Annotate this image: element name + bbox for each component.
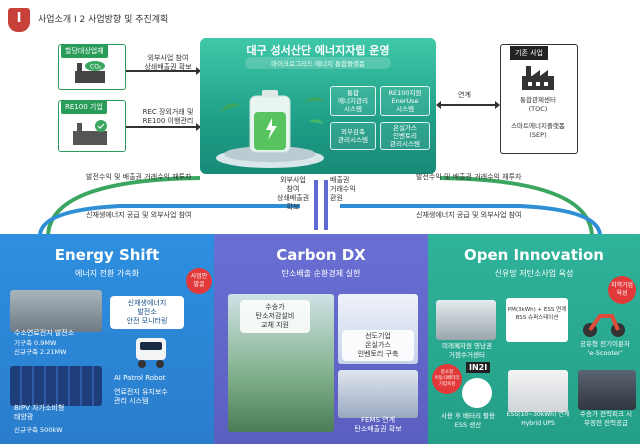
flow-arrows (38, 176, 602, 237)
right-bottom-arrow-text: 신재생에너지 공급 및 외부사업 참여 (416, 211, 522, 219)
link-arrow-head-left (436, 101, 441, 109)
peak-power-label: 수송가 전력피크 시 무정전 전력공급 (580, 410, 632, 427)
hybrid-ups-label: ESS(10~30kWh) 연계 Hybrid UPS (506, 411, 570, 427)
breadcrumb: 사업소개 I 2 사업방향 및 추진계획 (38, 15, 169, 25)
link-arrow-head-right (495, 101, 500, 109)
fems-label: FEMS 연계 탄소배출권 확보 (354, 416, 402, 433)
allocation-company-box: 할당대상업체 CO₂ (58, 44, 126, 90)
mid-right-arrow-text: 배출권 거래수익 환원 (330, 176, 356, 202)
section-badge-text: I (16, 11, 22, 26)
enersue-system-box: RE100지원 EnerUse 시스템 (380, 86, 430, 116)
carbon-dx-subtitle: 탄소배출 순환경제 실현 (281, 269, 361, 278)
platform-subtitle: 마이크로그리드 에너지 통합플랫폼 (245, 57, 391, 69)
left-green-curve (46, 176, 201, 237)
arrow-head-1 (196, 67, 201, 75)
ghg-inventory-callout: 선도기업 온실가스 인벤토리 구축 (342, 330, 414, 361)
link-text: 연계 (458, 91, 471, 99)
discovery-badge: 사업안 발굴 (186, 268, 212, 294)
ess-production-label: 사용 후 배터리 활용 ESS 생산 (440, 412, 496, 429)
equipment-support-callout: 수송가 탄소저감설비 교체 지원 (240, 300, 310, 333)
recycling-center-image (436, 300, 496, 340)
open-innovation-title: Open Innovation (463, 246, 604, 264)
mid-left-arrow-text: 외부사업 참여 상쇄배출권 확보 (276, 176, 310, 211)
ai-robot-label: AI Patrol Robot (114, 374, 166, 382)
right-green-curve (439, 176, 594, 237)
platform-title: 대구 성서산단 에너지자립 운영 (246, 44, 390, 57)
section-badge: I (8, 8, 30, 32)
external-reduction-box: 외부감축 관리시스템 (330, 122, 376, 150)
solar-panel-image (10, 366, 102, 406)
right-top-arrow-text: 발전수익 및 배출권 거래수익 재투자 (416, 173, 522, 181)
co2-factory-icon: CO₂ (75, 61, 105, 83)
hybrid-ups-image (508, 370, 568, 412)
existing-business-box (500, 44, 578, 154)
peak-power-image (578, 370, 636, 410)
patrol-robot-icon (136, 338, 166, 368)
arrow-rec-trade (126, 126, 200, 128)
left-bottom-arrow-text: 신재생에너지 공급 및 외부사업 참여 (86, 211, 192, 219)
carbon-dx-title: Carbon DX (276, 246, 366, 264)
factory-icon (522, 66, 554, 90)
sep-item: 스마트에너지플랫폼 (SEP) (511, 122, 565, 139)
ghg-inventory-box: 온실가스 인벤토리 관리시스템 (380, 122, 430, 150)
battery-badge: 중소형 이동식배터리 기업육성 (432, 364, 462, 394)
fuel-cell-stats: 기구축 0.9MW 신규구축 2.21MW (14, 339, 67, 356)
allocation-company-label: 할당대상업체 (61, 44, 108, 58)
fuel-cell-image (10, 290, 102, 332)
battery-platform-illustration (216, 90, 324, 168)
recycling-label: 미래폐자원 영남권 거점수거센터 (442, 342, 492, 359)
solar-label: BIPV 자가소비형 태양광 (14, 404, 65, 421)
solar-stats: 신규구축 500kW (14, 426, 63, 434)
e-scooter-label: 공유형 전기이륜차 'e-Scooter' (580, 340, 630, 357)
in2i-logo: IN2I (466, 362, 491, 373)
re100-company-box: RE100 기업 (58, 100, 126, 152)
arrow-offset-credit (126, 70, 200, 72)
recycle-circle (462, 378, 492, 408)
re100-company-label: RE100 기업 (61, 100, 107, 114)
energy-shift-title: Energy Shift (54, 246, 160, 264)
fems-image (338, 370, 418, 418)
toc-item: 통합관제센터 (TOC) (520, 96, 556, 113)
regional-badge: 지역기업 육성 (608, 276, 636, 304)
offset-credit-text: 외부사업 참여 상쇄배출권 확보 (144, 54, 192, 71)
left-top-arrow-text: 발전수익 및 배출권 거래수익 재투자 (86, 173, 192, 181)
maintenance-label: 연료전지 유지보수 관리 시스템 (114, 388, 168, 405)
bss-label: PM(3kWh) + ESS 연계 BSS 슈퍼스테이션 (507, 307, 567, 321)
bss-station-image (506, 298, 568, 342)
e-scooter-icon (583, 314, 625, 337)
re100-factory-icon (73, 120, 107, 145)
right-blue-curve (340, 204, 602, 237)
energy-shift-subtitle: 에너지 전환 가속화 (75, 269, 139, 278)
ems-system-box: 통합 에너지관리 시스템 (330, 86, 376, 116)
energy-shift-panel (0, 234, 214, 444)
left-blue-curve (38, 204, 300, 237)
fuel-cell-label: 수소연료전지 발전소 (14, 329, 75, 337)
rec-trade-text: REC 장외거래 및 RE100 이행관리 (142, 108, 194, 125)
monitoring-callout: 신재생에너지 발전소 안전 모니터링 (110, 296, 184, 329)
link-arrow (438, 104, 498, 106)
existing-business-label: 기존 사업 (510, 46, 548, 60)
arrow-head-2 (196, 123, 201, 131)
open-innovation-subtitle: 신유망 저탄소사업 육성 (494, 269, 574, 278)
svg-text:CO₂: CO₂ (90, 64, 102, 71)
